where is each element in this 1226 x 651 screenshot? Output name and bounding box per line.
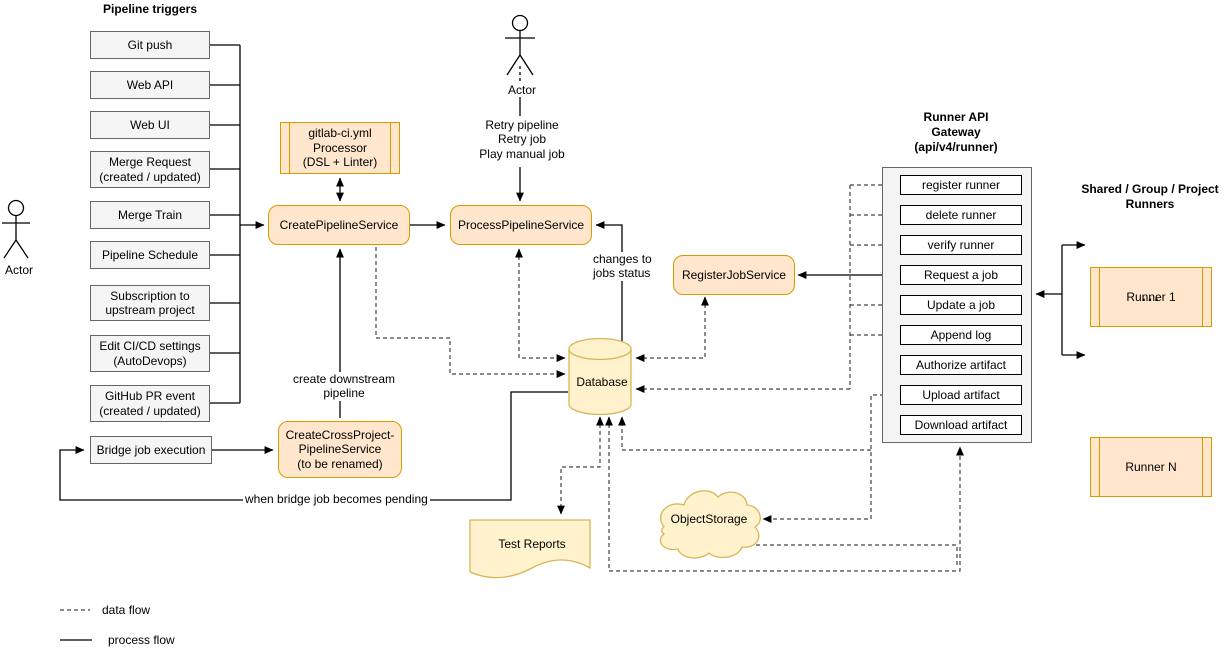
trigger-subscription: Subscription to upstream project <box>90 285 210 321</box>
runner-api-gateway-title: Runner API Gateway (api/v4/runner) <box>914 110 998 154</box>
create-cross-project-pipeline-service: CreateCrossProject- PipelineService (to … <box>278 421 402 478</box>
object-storage-label: ObjectStorage <box>670 512 748 526</box>
endpoint-upload-artifact: Upload artifact <box>900 385 1022 405</box>
endpoint-request-a-job: Request a job <box>900 265 1022 285</box>
actor-left-icon <box>2 199 30 259</box>
gitlab-ci-yml-processor: gitlab-ci.yml Processor (DSL + Linter) <box>280 122 400 174</box>
trigger-merge-request: Merge Request (created / updated) <box>90 151 210 188</box>
retry-actions-annotation: Retry pipeline Retry job Play manual job <box>455 118 589 162</box>
actor-top-icon <box>505 14 535 81</box>
create-downstream-annotation: create downstream pipeline <box>282 372 406 401</box>
actor-left-label: Actor <box>4 263 33 277</box>
runner-1: Runner 1 <box>1090 267 1212 327</box>
legend-process-flow-label: process flow <box>108 633 175 647</box>
when-bridge-annotation: when bridge job becomes pending <box>243 492 430 507</box>
changes-status-annotation: changes to jobs status <box>591 252 657 281</box>
trigger-git-push: Git push <box>90 31 210 59</box>
endpoint-register-runner: register runner <box>900 175 1022 195</box>
database-label: Database <box>576 375 628 389</box>
endpoint-verify-runner: verify runner <box>900 235 1022 255</box>
endpoint-delete-runner: delete runner <box>900 205 1022 225</box>
create-pipeline-service: CreatePipelineService <box>268 205 410 245</box>
process-pipeline-service: ProcessPipelineService <box>450 205 592 245</box>
runner-n: Runner N <box>1090 437 1212 497</box>
trigger-github-pr: GitHub PR event (created / updated) <box>90 385 210 422</box>
runners-title: Shared / Group / Project Runners <box>1081 182 1219 211</box>
trigger-web-ui: Web UI <box>90 111 210 139</box>
endpoint-download-artifact: Download artifact <box>900 415 1022 435</box>
legend-data-flow-label: data flow <box>102 603 151 617</box>
runners-ellipsis: ... <box>1141 288 1161 305</box>
register-job-service: RegisterJobService <box>673 255 795 295</box>
test-reports-label: Test Reports <box>498 537 566 551</box>
endpoint-update-a-job: Update a job <box>900 295 1022 315</box>
pipeline-triggers-title: Pipeline triggers <box>102 2 198 16</box>
endpoint-append-log: Append log <box>900 325 1022 345</box>
endpoint-authorize-artifact: Authorize artifact <box>900 355 1022 375</box>
trigger-edit-cicd: Edit CI/CD settings (AutoDevops) <box>90 335 210 372</box>
trigger-web-api: Web API <box>90 71 210 99</box>
trigger-pipeline-schedule: Pipeline Schedule <box>90 241 210 269</box>
trigger-bridge-job: Bridge job execution <box>90 436 212 464</box>
trigger-merge-train: Merge Train <box>90 201 210 229</box>
actor-top-label: Actor <box>507 83 536 97</box>
